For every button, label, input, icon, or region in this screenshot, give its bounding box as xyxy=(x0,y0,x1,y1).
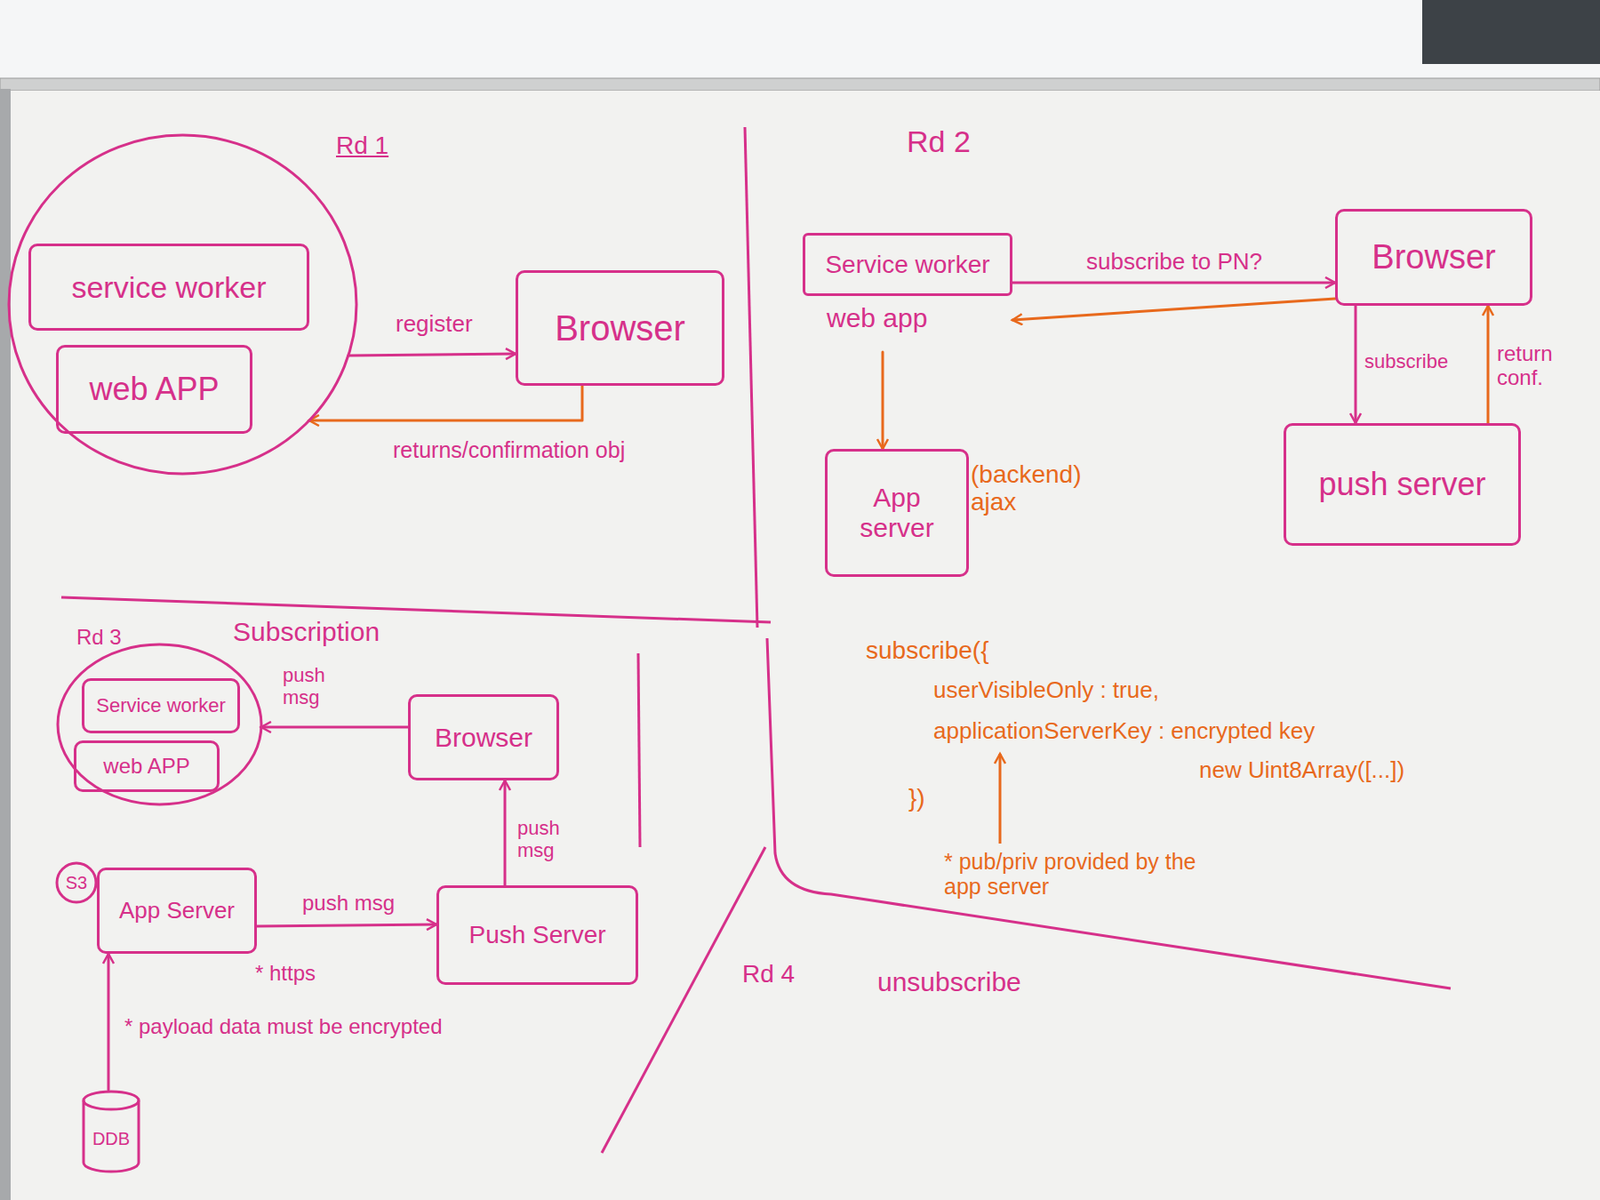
flow-arrow xyxy=(348,353,516,356)
flow-arrow xyxy=(309,385,583,421)
node-text: push server xyxy=(1318,466,1486,503)
node-text: Push Server xyxy=(468,920,606,949)
edge-label: push msg xyxy=(302,891,395,916)
edge-label: push msg xyxy=(282,664,345,709)
node-text: Browser xyxy=(554,308,686,349)
node-text: App Server xyxy=(119,897,235,924)
process-box: App server xyxy=(824,448,969,577)
node-caption: web app xyxy=(826,303,1013,334)
leader-arrow xyxy=(999,753,1002,844)
circle-outline xyxy=(56,642,264,807)
circle-outline xyxy=(7,133,359,476)
node-text: Browser xyxy=(434,722,533,753)
process-box: App Server xyxy=(96,867,257,954)
process-box: Browser xyxy=(1335,208,1533,306)
window xyxy=(0,0,1600,79)
round-heading: Rd 1 xyxy=(336,131,389,160)
code-line: new Uint8Array([...]) xyxy=(1199,757,1405,784)
edge-label: return conf. xyxy=(1496,342,1586,391)
flow-arrow xyxy=(1012,298,1336,320)
edge-label: subscribe to PN? xyxy=(1086,248,1263,275)
side-note: (backend) ajax xyxy=(970,460,1087,517)
flow-arrow xyxy=(1487,305,1490,424)
divider-line xyxy=(744,127,758,628)
round-heading: Rd 4 xyxy=(742,960,795,988)
window-frame xyxy=(1422,0,1600,64)
code-line: userVisibleOnly : true, xyxy=(933,677,1160,704)
group-circle: service worker web APP xyxy=(7,133,359,476)
note: * https xyxy=(255,961,316,986)
note: * pub/priv provided by the app server xyxy=(944,848,1220,899)
group-circle: Service worker web APP xyxy=(56,642,264,807)
divider-line xyxy=(638,653,640,848)
flow-arrow xyxy=(504,780,507,886)
board-surface xyxy=(10,90,1600,1200)
note: * payload data must be encrypted xyxy=(124,1015,443,1040)
board-frame xyxy=(0,88,11,1200)
edge-label: push msg xyxy=(517,817,580,862)
flow-arrow xyxy=(1012,281,1336,285)
process-box: Browser xyxy=(408,694,560,781)
flow-arrow xyxy=(1354,305,1358,424)
divider-line xyxy=(767,638,1451,989)
flow-arrow xyxy=(107,953,111,1090)
flow-arrow xyxy=(881,352,885,449)
circle-outline xyxy=(8,135,357,474)
cylinder-outline xyxy=(83,1091,139,1110)
code-line: }) xyxy=(908,784,926,812)
round-heading: Rd 3 xyxy=(76,625,122,650)
node-text: web APP xyxy=(88,371,219,408)
process-box-heading: Service worker xyxy=(802,232,1013,296)
edge-label: returns/confirmation obj xyxy=(392,437,687,463)
callout-circle xyxy=(56,863,96,903)
cylinder-outline xyxy=(83,1100,139,1172)
process-box: Service worker web app xyxy=(802,232,1013,352)
board-frame xyxy=(0,78,1600,91)
process-box: push server xyxy=(1283,423,1521,546)
round-heading: Rd 2 xyxy=(906,124,971,159)
node-text: web APP xyxy=(103,754,190,779)
process-box: Service worker xyxy=(81,678,240,734)
process-box: Push Server xyxy=(436,885,639,985)
section-title: Subscription xyxy=(232,616,380,648)
divider-line xyxy=(61,597,771,623)
node-text: DDB xyxy=(92,1128,130,1149)
process-box: Browser xyxy=(515,270,725,386)
node-text: Service worker xyxy=(96,695,225,718)
database-cylinder: DDB xyxy=(81,1089,141,1174)
flow-arrow xyxy=(261,726,408,729)
section-title: unsubscribe xyxy=(877,967,1022,998)
code-line: subscribe({ xyxy=(865,636,990,664)
process-box: web APP xyxy=(73,740,220,792)
code-line: applicationServerKey : encrypted key xyxy=(933,718,1315,744)
node-text: service worker xyxy=(71,270,266,304)
circle-outline xyxy=(57,644,262,805)
node-text: Browser xyxy=(1371,238,1496,277)
callout-number: S3 xyxy=(56,863,96,903)
process-box: web APP xyxy=(56,344,253,434)
divider-line xyxy=(601,847,766,1153)
node-text: App server xyxy=(836,482,958,543)
edge-label: subscribe xyxy=(1364,351,1448,374)
edge-label: register xyxy=(395,311,473,337)
process-box: service worker xyxy=(28,243,310,331)
flow-arrow xyxy=(256,924,437,927)
